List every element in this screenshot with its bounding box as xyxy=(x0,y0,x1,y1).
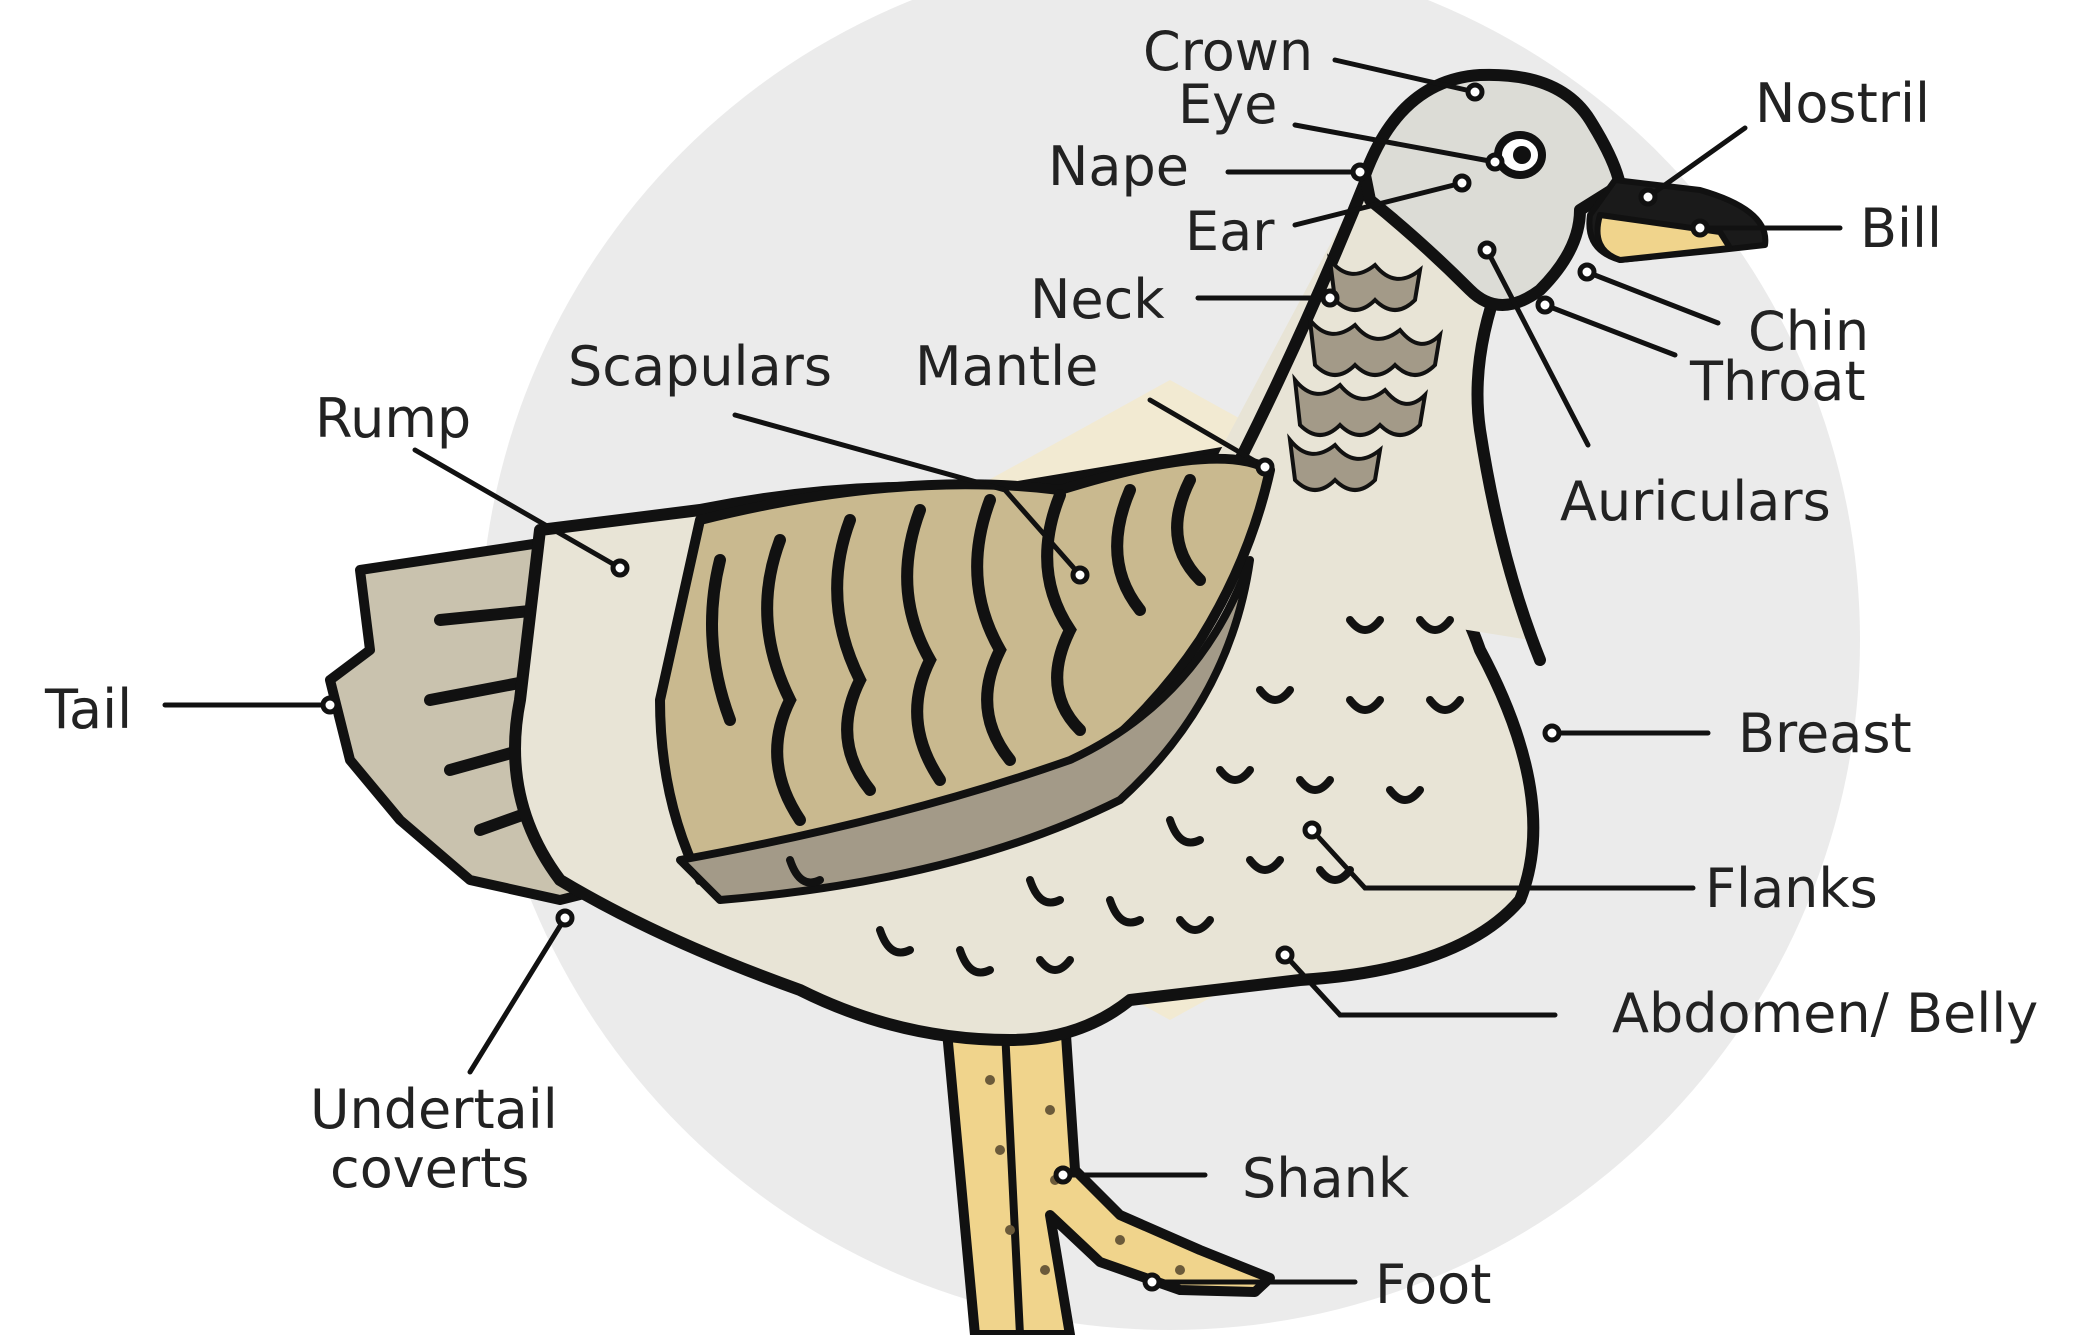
label-shank: Shank xyxy=(1242,1147,1410,1210)
label-ear: Ear xyxy=(1185,200,1275,263)
label-rump: Rump xyxy=(315,387,471,450)
label-eye: Eye xyxy=(1178,73,1277,136)
label-bill: Bill xyxy=(1860,197,1942,260)
label-nape: Nape xyxy=(1048,135,1189,198)
label-mantle: Mantle xyxy=(915,335,1098,398)
label-auriculars: Auriculars xyxy=(1560,470,1831,533)
label-flanks: Flanks xyxy=(1705,857,1878,920)
label-abdomen-belly: Abdomen/ Belly xyxy=(1612,982,2038,1045)
label-foot: Foot xyxy=(1375,1253,1491,1316)
label-scapulars: Scapulars xyxy=(568,335,832,398)
label-breast: Breast xyxy=(1738,702,1912,765)
label-neck: Neck xyxy=(1030,268,1165,331)
label-undertail-line1: Undertail xyxy=(310,1078,558,1141)
label-tail: Tail xyxy=(44,678,132,741)
label-undertail-line2: coverts xyxy=(330,1137,529,1200)
label-nostril: Nostril xyxy=(1755,72,1930,135)
label-throat: Throat xyxy=(1689,350,1866,413)
